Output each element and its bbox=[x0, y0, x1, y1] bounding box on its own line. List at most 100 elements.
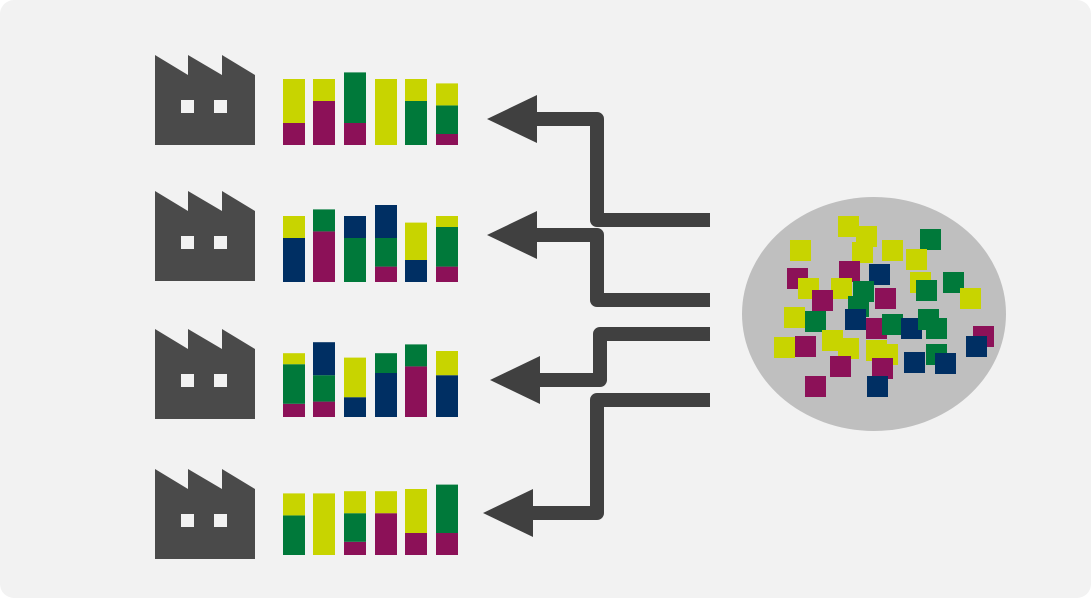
inventory-bar-segment bbox=[436, 351, 458, 376]
inventory-bar-segment bbox=[405, 222, 427, 260]
distribution-arrows bbox=[483, 95, 710, 537]
inventory-bar-segment bbox=[405, 366, 427, 417]
pool-item bbox=[966, 336, 987, 357]
pool-item bbox=[774, 337, 795, 358]
arrow-to-factory-2 bbox=[487, 211, 710, 307]
factory-window bbox=[181, 236, 194, 249]
inventory-bar-group bbox=[283, 205, 458, 282]
arrow-2-line bbox=[530, 228, 710, 307]
arrow-to-factory-4 bbox=[483, 393, 710, 537]
inventory-bar-segment bbox=[375, 491, 397, 514]
factory-icon bbox=[155, 55, 255, 145]
inventory-bar-segment bbox=[313, 209, 335, 232]
pool-item bbox=[822, 330, 843, 351]
inventory-bar-segment bbox=[344, 238, 366, 282]
pool-item bbox=[875, 288, 896, 309]
pool-item bbox=[852, 242, 873, 263]
parts-pool-items bbox=[774, 216, 994, 397]
inventory-bar-segment bbox=[375, 353, 397, 373]
pool-item bbox=[784, 307, 805, 328]
pool-item bbox=[805, 311, 826, 332]
pool-item bbox=[882, 240, 903, 261]
pool-item bbox=[906, 249, 927, 270]
inventory-bar-group bbox=[283, 72, 458, 145]
pool-item bbox=[866, 318, 887, 339]
inventory-bar-segment bbox=[405, 79, 427, 101]
pool-item bbox=[839, 261, 860, 282]
inventory-bar-segment bbox=[436, 533, 458, 555]
pool-item bbox=[926, 318, 947, 339]
factory-window bbox=[181, 100, 194, 113]
inventory-bar-segment bbox=[344, 397, 366, 417]
arrow-4-line bbox=[528, 393, 710, 520]
arrow-1-head bbox=[487, 95, 537, 143]
inventory-bar-segment bbox=[405, 489, 427, 533]
pool-item bbox=[869, 264, 890, 285]
inventory-bar-segment bbox=[375, 79, 397, 145]
pool-item bbox=[904, 352, 925, 373]
pool-item bbox=[916, 280, 937, 301]
factory-icon bbox=[155, 469, 255, 559]
factories bbox=[155, 55, 255, 559]
pool-item bbox=[856, 226, 877, 247]
inventory-bar-segment bbox=[313, 493, 335, 555]
inventory-bar-segment bbox=[375, 238, 397, 267]
inventory-bars bbox=[283, 72, 458, 555]
factory-window bbox=[214, 374, 227, 387]
inventory-bar-segment bbox=[313, 231, 335, 282]
inventory-bar-segment bbox=[283, 493, 305, 516]
pool-item bbox=[935, 353, 956, 374]
factory-building bbox=[155, 329, 255, 419]
inventory-bar-segment bbox=[283, 79, 305, 123]
pool-item bbox=[960, 288, 981, 309]
factory-window bbox=[181, 374, 194, 387]
pool-item bbox=[920, 229, 941, 250]
inventory-bar-segment bbox=[344, 541, 366, 555]
factory-window bbox=[214, 236, 227, 249]
pool-item bbox=[830, 356, 851, 377]
pool-item bbox=[943, 272, 964, 293]
inventory-bar-segment bbox=[283, 364, 305, 404]
inventory-bar-segment bbox=[344, 72, 366, 123]
inventory-bar-segment bbox=[375, 373, 397, 417]
pool-item bbox=[805, 376, 826, 397]
inventory-bar-segment bbox=[283, 353, 305, 365]
arrow-1-line bbox=[530, 112, 710, 227]
inventory-bar-segment bbox=[375, 513, 397, 555]
inventory-bar-segment bbox=[283, 238, 305, 282]
inventory-bar-segment bbox=[344, 357, 366, 398]
inventory-bar-segment bbox=[344, 513, 366, 542]
inventory-bar-segment bbox=[283, 403, 305, 417]
inventory-bar-segment bbox=[313, 101, 335, 145]
inventory-bar-segment bbox=[405, 101, 427, 145]
pool-item bbox=[838, 338, 859, 359]
inventory-bar-segment bbox=[436, 105, 458, 134]
inventory-bar-segment bbox=[344, 216, 366, 238]
arrow-4-head bbox=[483, 489, 533, 537]
inventory-bar-segment bbox=[375, 205, 397, 238]
arrow-2-head bbox=[487, 211, 537, 259]
factory-window bbox=[214, 514, 227, 527]
factory-icon bbox=[155, 191, 255, 281]
factory-icon bbox=[155, 329, 255, 419]
factory-building bbox=[155, 469, 255, 559]
inventory-bar-segment bbox=[375, 266, 397, 282]
factory-building bbox=[155, 55, 255, 145]
pool-item bbox=[901, 318, 922, 339]
pool-item bbox=[867, 376, 888, 397]
pool-item bbox=[795, 336, 816, 357]
inventory-bar-segment bbox=[313, 401, 335, 417]
inventory-bar-segment bbox=[436, 83, 458, 106]
inventory-bar-group bbox=[283, 484, 458, 555]
pool-item bbox=[831, 278, 852, 299]
arrow-3-head bbox=[490, 356, 540, 404]
inventory-bar-segment bbox=[436, 266, 458, 282]
arrow-to-factory-1 bbox=[487, 95, 710, 227]
inventory-bar-segment bbox=[405, 533, 427, 555]
inventory-bar-segment bbox=[283, 515, 305, 555]
factory-window bbox=[181, 514, 194, 527]
inventory-bar-segment bbox=[344, 123, 366, 145]
inventory-bar-segment bbox=[436, 375, 458, 417]
